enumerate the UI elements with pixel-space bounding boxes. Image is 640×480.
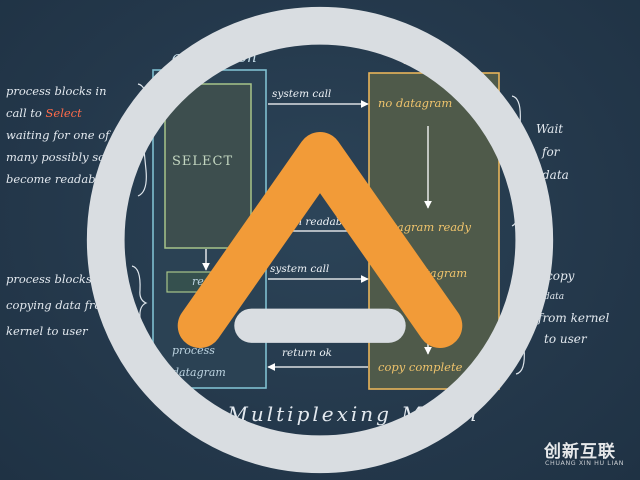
note-line: call to Select bbox=[6, 102, 136, 124]
note-line: copying data from bbox=[6, 298, 113, 312]
process-line: datagram bbox=[172, 366, 226, 379]
select-highlight: Select bbox=[45, 106, 82, 120]
note-line: to user bbox=[544, 332, 587, 346]
note-line: from kernel bbox=[538, 311, 610, 325]
note-line: Wait bbox=[536, 122, 564, 136]
note-line: process blocks in bbox=[6, 84, 107, 98]
note-line: kernel to user bbox=[6, 324, 88, 338]
note-line: data bbox=[544, 292, 565, 302]
right-note-copy: copy data from kernel to user bbox=[538, 266, 609, 350]
note-line: become readable bbox=[6, 172, 107, 186]
kernel-no-datagram: no datagram bbox=[378, 96, 453, 110]
label-return-ok: return ok bbox=[282, 347, 333, 359]
label-system-call-2: system call bbox=[270, 263, 330, 275]
kernel-copy-complete: copy complete bbox=[378, 360, 463, 374]
left-note-select: process blocks in call to Select waiting… bbox=[6, 80, 136, 190]
right-note-wait: Wait for data bbox=[536, 118, 569, 187]
note-line: copy bbox=[546, 269, 575, 283]
label-system-call-1: system call bbox=[272, 88, 332, 100]
select-label: SELECT bbox=[172, 154, 234, 169]
kernel-datagram-ready: datagram ready bbox=[378, 220, 471, 234]
select-box bbox=[164, 83, 252, 249]
note-line: data bbox=[542, 168, 569, 182]
brand-name-cn: 创新互联 bbox=[544, 442, 616, 462]
note-line: for bbox=[542, 145, 560, 159]
note-line: waiting for one of bbox=[6, 128, 110, 142]
brand-name-en: CHUANG XIN HU LIAN bbox=[545, 460, 625, 467]
note-text: call to bbox=[6, 106, 46, 120]
